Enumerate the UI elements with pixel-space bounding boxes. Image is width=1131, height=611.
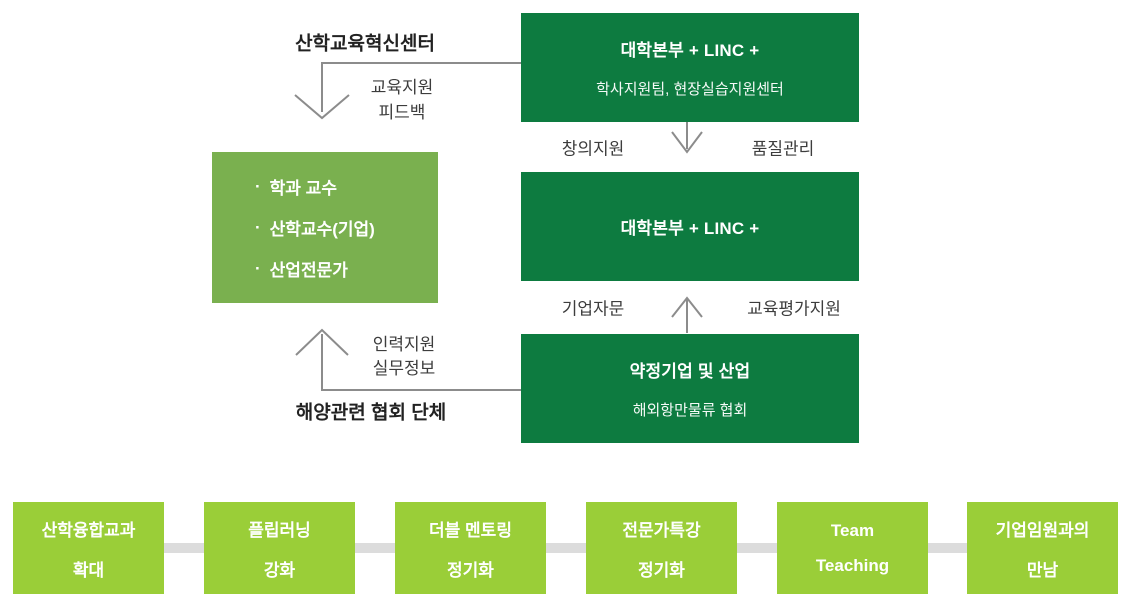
- strategy-box-executive-meetings: 기업임원과의 만남: [967, 502, 1118, 594]
- faculty-item-department-professor: · 학과 교수: [255, 174, 438, 199]
- faculty-box: · 학과 교수 · 산학교수(기업) · 산업전문가: [212, 152, 438, 303]
- advisory-arrow-up-icon: [671, 296, 703, 318]
- strategy-line2: Teaching: [815, 555, 890, 575]
- feedback-label-line1: 교육지원: [370, 78, 434, 97]
- strategy-line2: 확대: [72, 560, 105, 580]
- strategy-line1: Team: [830, 520, 875, 540]
- university-top-box: 대학본부 + LINC + 학사지원팀, 현장실습지원센터: [521, 13, 859, 122]
- strategy-line1: 기업임원과의: [995, 520, 1090, 540]
- strategy-connector-line: [14, 543, 1118, 553]
- partner-companies-box-title: 약정기업 및 산업: [629, 362, 751, 381]
- bullet-icon: ·: [255, 217, 261, 237]
- strategy-line1: 산학융합교과: [41, 520, 136, 540]
- creative-support-label: 창의지원: [561, 139, 625, 159]
- strategy-line2: 강화: [263, 560, 296, 580]
- strategy-line2: 정기화: [638, 560, 685, 580]
- feedback-arrow-line: [321, 62, 521, 112]
- faculty-item-label: 산학교수(기업): [269, 220, 375, 239]
- strategy-box-expert-lectures: 전문가특강 정기화: [586, 502, 737, 594]
- strategy-box-double-mentoring: 더블 멘토링 정기화: [395, 502, 546, 594]
- strategy-box-convergence-courses: 산학융합교과 확대: [13, 502, 164, 594]
- strategy-line1: 플립러닝: [248, 520, 311, 540]
- manpower-arrow-line: [321, 334, 521, 391]
- university-top-box-title: 대학본부 + LINC +: [620, 41, 760, 60]
- partner-companies-box: 약정기업 및 산업 해외항만물류 협회: [521, 334, 859, 443]
- bullet-icon: ·: [255, 258, 261, 278]
- strategy-line2: 정기화: [447, 560, 494, 580]
- university-top-box-subtitle: 학사지원팀, 현장실습지원센터: [596, 81, 784, 98]
- university-mid-box: 대학본부 + LINC +: [521, 172, 859, 281]
- manpower-arrow-up-icon: [295, 328, 349, 356]
- feedback-label-line2: 피드백: [378, 103, 426, 122]
- heading-marine-association: 해양관련 협회 단체: [295, 402, 447, 424]
- strategy-box-flipped-learning: 플립러닝 강화: [204, 502, 355, 594]
- support-arrow-down-icon: [671, 131, 703, 154]
- faculty-item-industry-professor: · 산학교수(기업): [255, 215, 438, 240]
- manpower-label-line2: 실무정보: [372, 359, 436, 378]
- faculty-item-label: 학과 교수: [269, 179, 337, 198]
- university-mid-box-title: 대학본부 + LINC +: [620, 219, 760, 238]
- heading-industry-education-center: 산학교육혁신센터: [295, 33, 435, 55]
- strategy-line1: 전문가특강: [622, 520, 701, 540]
- strategy-line2: 만남: [1026, 560, 1059, 580]
- partner-companies-box-subtitle: 해외항만물류 협회: [632, 402, 748, 419]
- feedback-label: 교육지원 피드백: [371, 75, 434, 125]
- strategy-line1: 더블 멘토링: [429, 520, 512, 540]
- faculty-item-label: 산업전문가: [269, 261, 348, 280]
- quality-control-label: 품질관리: [751, 139, 815, 159]
- feedback-arrow-down-icon: [294, 94, 350, 120]
- manpower-label-line1: 인력지원: [372, 335, 436, 354]
- bullet-icon: ·: [255, 176, 261, 196]
- manpower-label: 인력지원 실무정보: [373, 333, 436, 381]
- faculty-item-industry-expert: · 산업전문가: [255, 256, 438, 281]
- education-evaluation-label: 교육평가지원: [747, 299, 841, 319]
- corporate-advisory-label: 기업자문: [561, 299, 625, 319]
- strategy-box-team-teaching: Team Teaching: [777, 502, 928, 594]
